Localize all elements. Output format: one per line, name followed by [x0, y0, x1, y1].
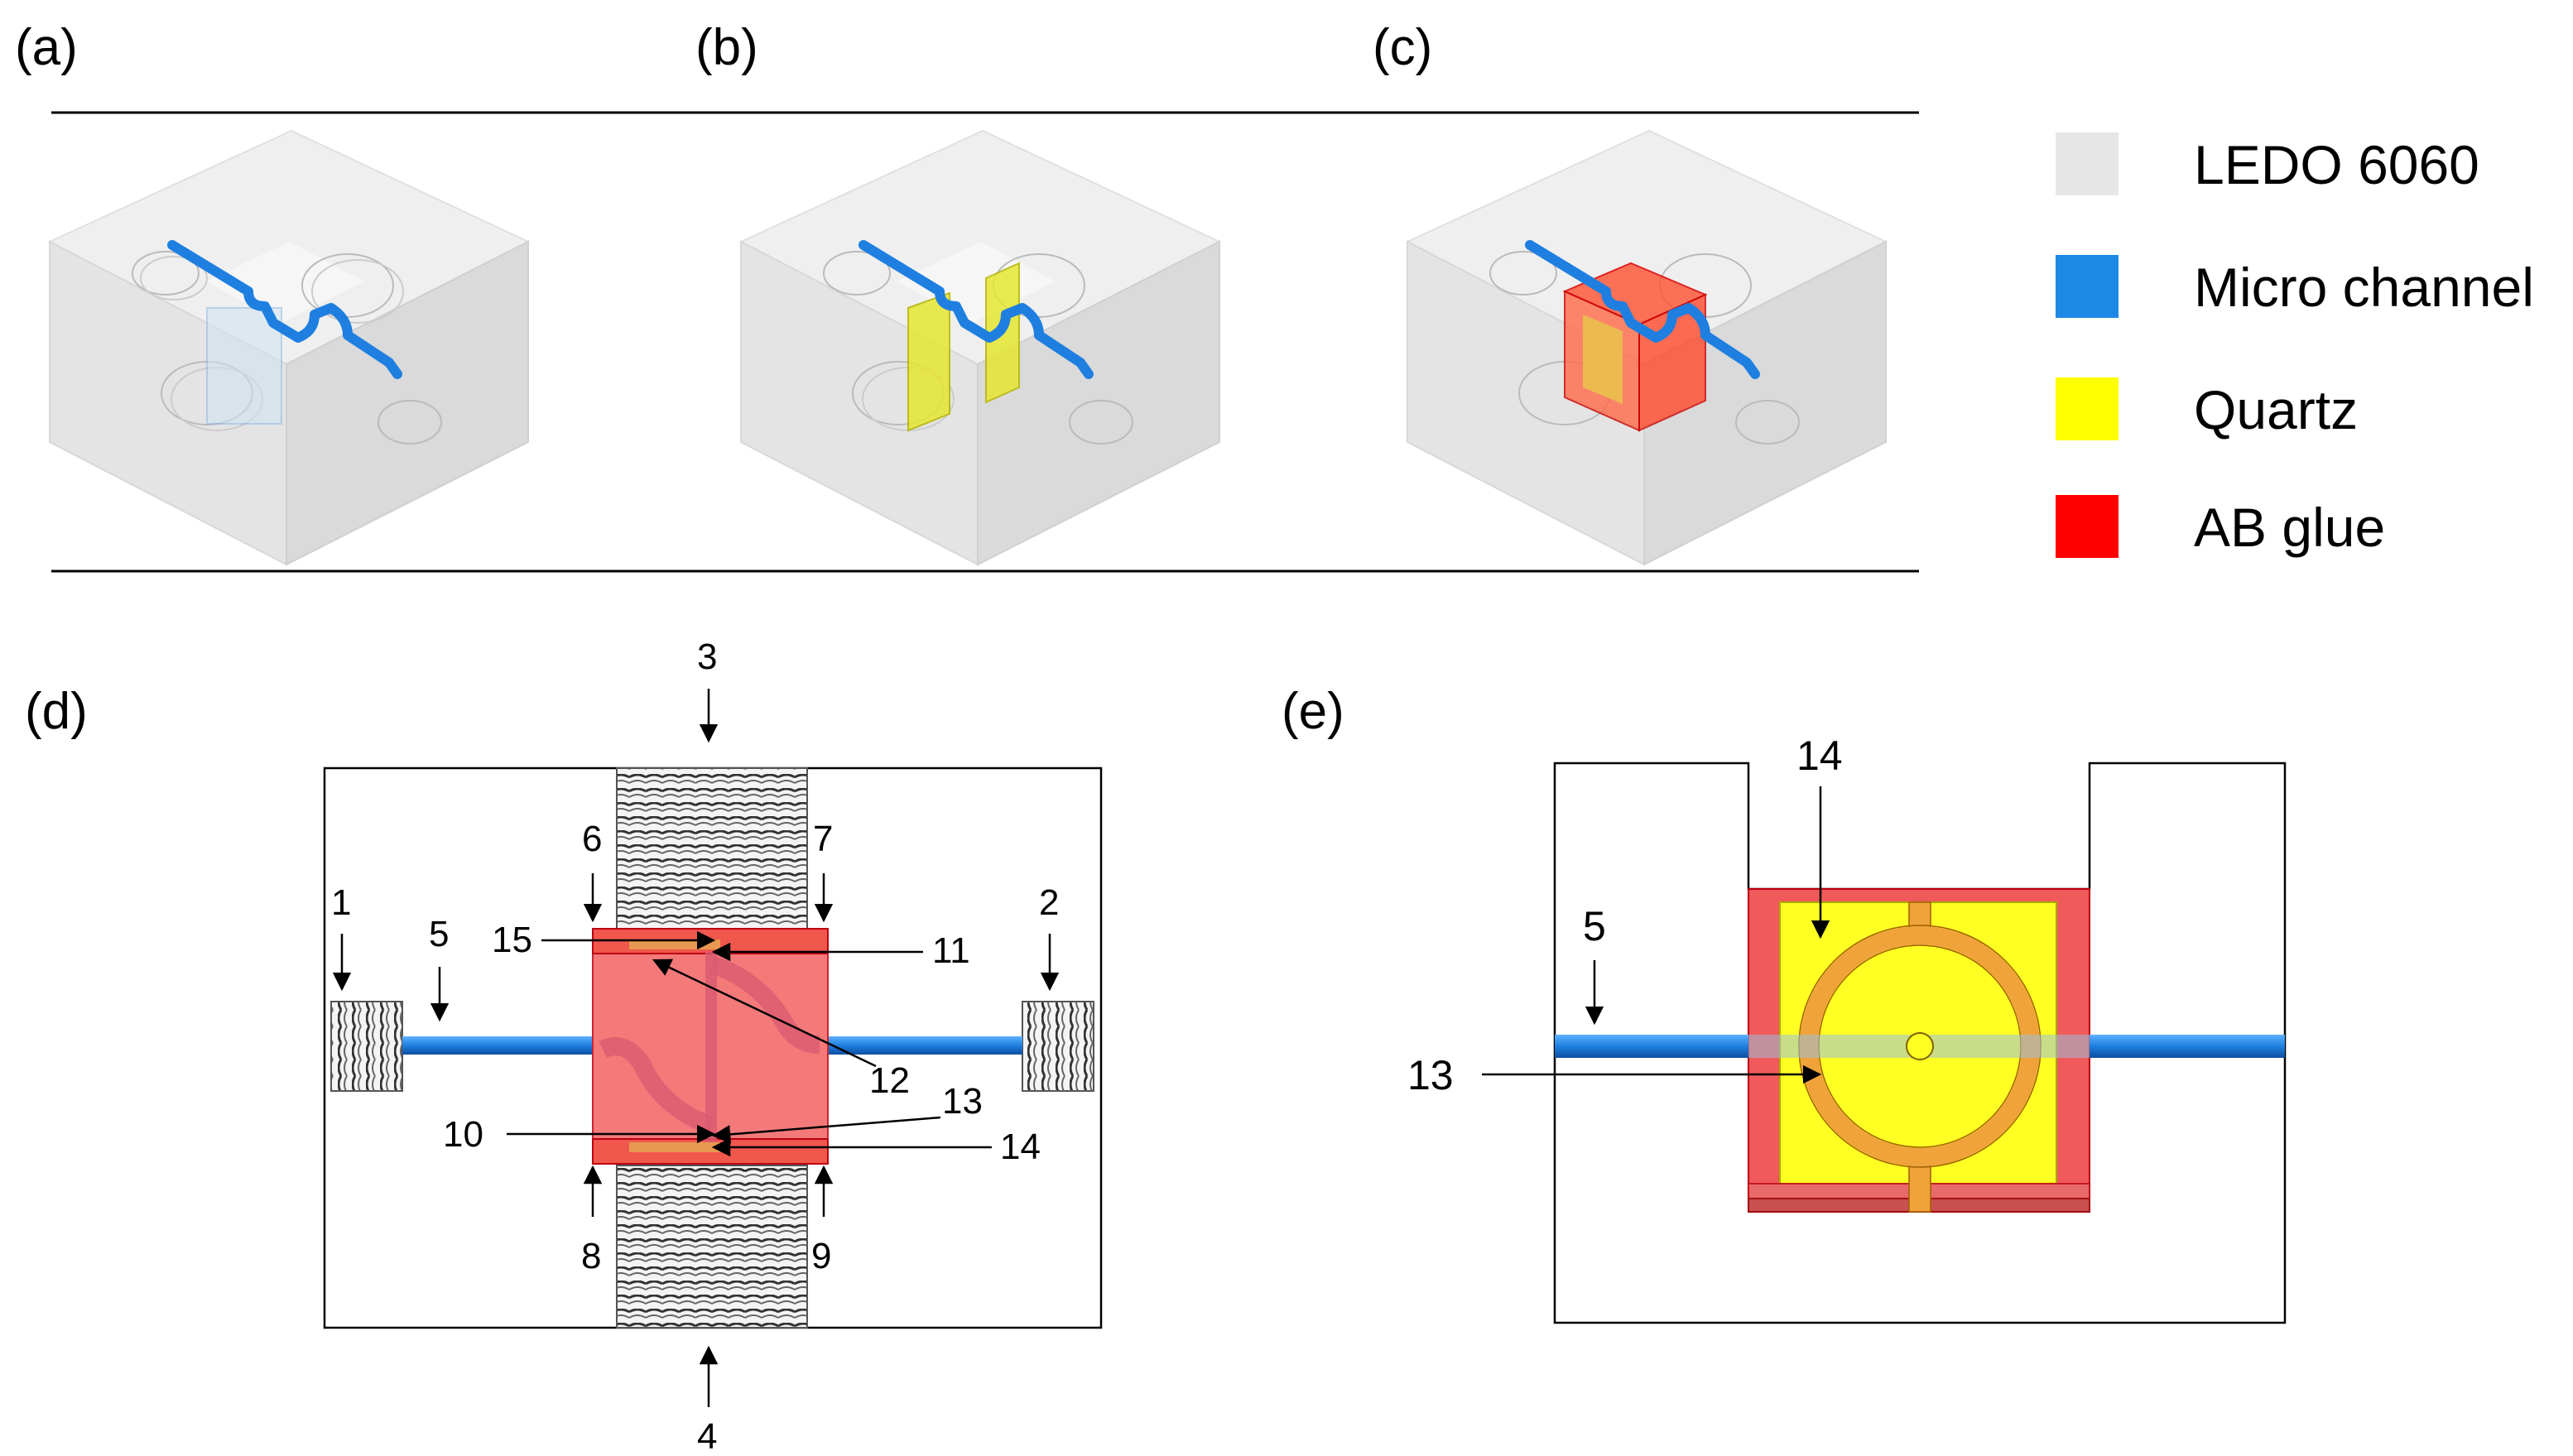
- callout-d-7: 7: [813, 819, 833, 859]
- panel-label-c: (c): [1373, 19, 1432, 76]
- callout-d-14: 14: [1000, 1127, 1041, 1167]
- callout-d-6: 6: [582, 819, 602, 859]
- callout-e-13: 13: [1407, 1052, 1454, 1098]
- legend-label-ab-glue: AB glue: [2194, 497, 2385, 558]
- iso-block-a: [47, 129, 531, 566]
- legend-swatch-ledo: [2056, 132, 2119, 195]
- legend-label-quartz: Quartz: [2194, 379, 2358, 440]
- legend-swatch-quartz: [2056, 377, 2119, 440]
- panel-d-drawing: [323, 766, 1103, 1329]
- callout-d-4: 4: [697, 1416, 717, 1456]
- callout-d-11: 11: [932, 930, 970, 971]
- panel-label-e: (e): [1282, 683, 1344, 740]
- callout-e-14: 14: [1796, 733, 1843, 779]
- callout-d-3: 3: [697, 637, 717, 677]
- panel-e-callouts: 14 5 13: [1407, 733, 1843, 1098]
- callout-d-1: 1: [331, 882, 351, 923]
- callout-d-2: 2: [1039, 882, 1059, 923]
- iso-block-b: [738, 129, 1222, 566]
- legend-swatch-micro-channel: [2056, 255, 2119, 318]
- callout-d-10: 10: [443, 1114, 483, 1155]
- panel-d-callouts: 3 6 7 1 5 2 15 11 12 13 10 14 8 9 4: [331, 637, 1059, 1456]
- callout-d-13: 13: [942, 1081, 983, 1122]
- callout-e-5: 5: [1583, 903, 1606, 949]
- panel-label-d: (d): [25, 683, 88, 740]
- legend-swatch-ab-glue: [2056, 495, 2119, 558]
- panel-label-b: (b): [695, 19, 758, 76]
- panel-label-a: (a): [15, 19, 78, 76]
- callout-d-8: 8: [581, 1236, 601, 1276]
- callout-d-15: 15: [492, 920, 532, 960]
- callout-d-12: 12: [869, 1060, 910, 1101]
- legend-label-micro-channel: Micro channel: [2194, 257, 2534, 318]
- iso-block-c: [1405, 129, 1888, 566]
- panel-e-drawing: [1553, 762, 2287, 1324]
- callout-d-9: 9: [811, 1236, 831, 1276]
- legend-label-ledo: LEDO 6060: [2194, 134, 2479, 195]
- legend: LEDO 6060 Micro channel Quartz AB glue: [2056, 132, 2534, 558]
- callout-d-5: 5: [429, 914, 449, 954]
